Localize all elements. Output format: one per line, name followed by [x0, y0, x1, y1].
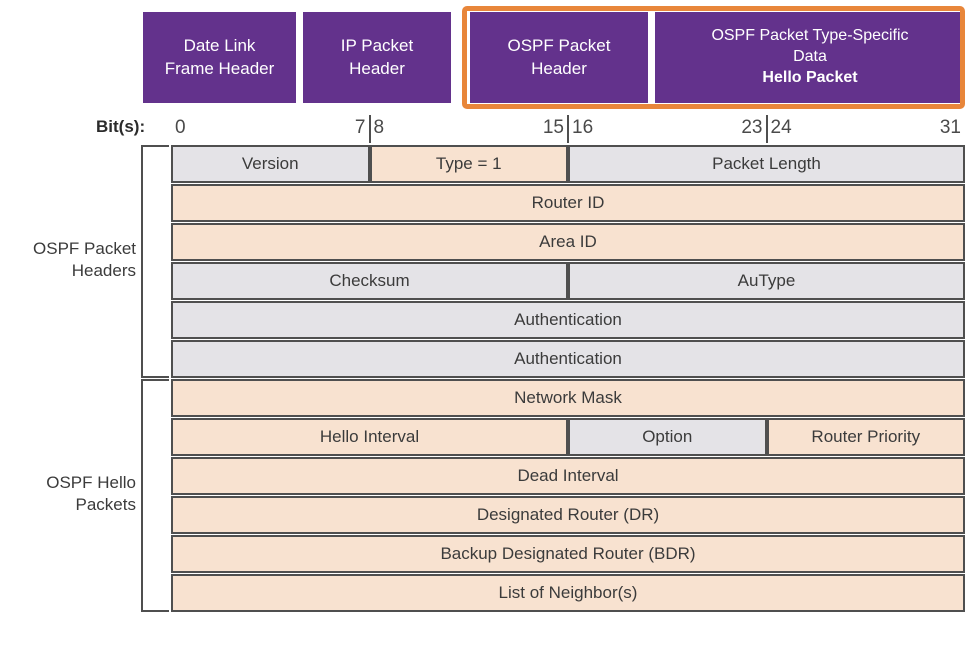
group-label-line1-ospf-hello-packets: OSPF Hello: [46, 472, 136, 492]
packet-field-row: Router ID: [171, 184, 965, 222]
encap-ospfh-line2: Header: [531, 58, 587, 78]
group-bracket-ospf-packet-headers: [141, 145, 169, 378]
bit-ruler-tick-high-23: 23: [741, 117, 763, 138]
packet-field-packet-length: Packet Length: [568, 145, 965, 183]
encap-block-ospf-packet-header: OSPF Packet Header: [470, 12, 648, 103]
packet-field-row: Authentication: [171, 301, 965, 339]
encap-dl-line1: Date Link: [183, 36, 256, 56]
packet-field-authentication: Authentication: [171, 301, 965, 339]
packet-field-version: Version: [171, 145, 370, 183]
bit-ruler-label: Bit(s):: [96, 117, 146, 136]
packet-field-authentication: Authentication: [171, 340, 965, 378]
bit-ruler-tick-high-7: 7: [354, 117, 366, 138]
encap-block-ospf-type-specific-data: OSPF Packet Type-Specific Data Hello Pac…: [655, 12, 965, 103]
bit-ruler-divider-16: [567, 115, 569, 143]
bit-ruler-tick-low-8: 8: [373, 117, 385, 138]
bit-ruler-divider-8: [368, 115, 371, 143]
packet-field-row: Area ID: [171, 223, 965, 261]
encap-data-line3: Hello Packet: [762, 68, 858, 86]
encapsulation-strip: Date Link Frame Header IP Packet Header …: [143, 6, 965, 109]
encap-data-line1: OSPF Packet Type-Specific: [711, 27, 909, 45]
packet-field-network-mask: Network Mask: [171, 379, 965, 417]
encap-ospfh-line1: OSPF Packet: [507, 36, 611, 56]
packet-field-row: Dead Interval: [171, 457, 965, 495]
encap-data-line2: Data: [793, 48, 827, 66]
packet-field-row: Authentication: [171, 340, 965, 378]
bit-ruler-tick-low-24: 24: [770, 117, 792, 138]
packet-field-row: Network Mask: [171, 379, 965, 417]
encap-ip-line1: IP Packet: [340, 36, 414, 56]
packet-field-backup-designated-router-bdr: Backup Designated Router (BDR): [171, 535, 965, 573]
encap-ip-line2: Header: [349, 58, 405, 78]
encap-dl-line2: Frame Header: [164, 58, 275, 78]
bit-ruler-segment-8-15: 8 15: [370, 114, 569, 144]
encap-block-data-link-frame-header: Date Link Frame Header: [143, 12, 296, 103]
bit-ruler-tick-low-0: 0: [175, 117, 186, 138]
bit-ruler-segment-24-31: 24 31: [767, 114, 966, 144]
packet-field-area-id: Area ID: [171, 223, 965, 261]
packet-field-row: Designated Router (DR): [171, 496, 965, 534]
group-label-line2-ospf-hello-packets: Packets: [75, 495, 136, 515]
bit-ruler-tick-high-15: 15: [542, 117, 564, 138]
packet-field-autype: AuType: [568, 262, 965, 300]
group-label-line2-ospf-packet-headers: Headers: [71, 261, 136, 281]
packet-field-type-1: Type = 1: [369, 145, 568, 183]
bit-ruler-tick-high-31: 31: [939, 117, 961, 138]
bit-ruler-divider-24: [765, 115, 768, 143]
packet-field-option: Option: [568, 418, 767, 456]
packet-field-hello-interval: Hello Interval: [171, 418, 568, 456]
encap-block-ip-packet-header: IP Packet Header: [303, 12, 451, 103]
group-bracket-ospf-hello-packets: [141, 379, 169, 612]
bit-ruler-tick-low-16: 16: [572, 117, 594, 138]
packet-field-router-priority: Router Priority: [766, 418, 965, 456]
packet-field-checksum: Checksum: [171, 262, 568, 300]
packet-field-designated-router-dr: Designated Router (DR): [171, 496, 965, 534]
group-label-line1-ospf-packet-headers: OSPF Packet: [33, 238, 136, 258]
packet-field-dead-interval: Dead Interval: [171, 457, 965, 495]
packet-field-row: List of Neighbor(s): [171, 574, 965, 612]
packet-field-list-of-neighbor-s: List of Neighbor(s): [171, 574, 965, 612]
packet-field-router-id: Router ID: [171, 184, 965, 222]
packet-field-row: Backup Designated Router (BDR): [171, 535, 965, 573]
